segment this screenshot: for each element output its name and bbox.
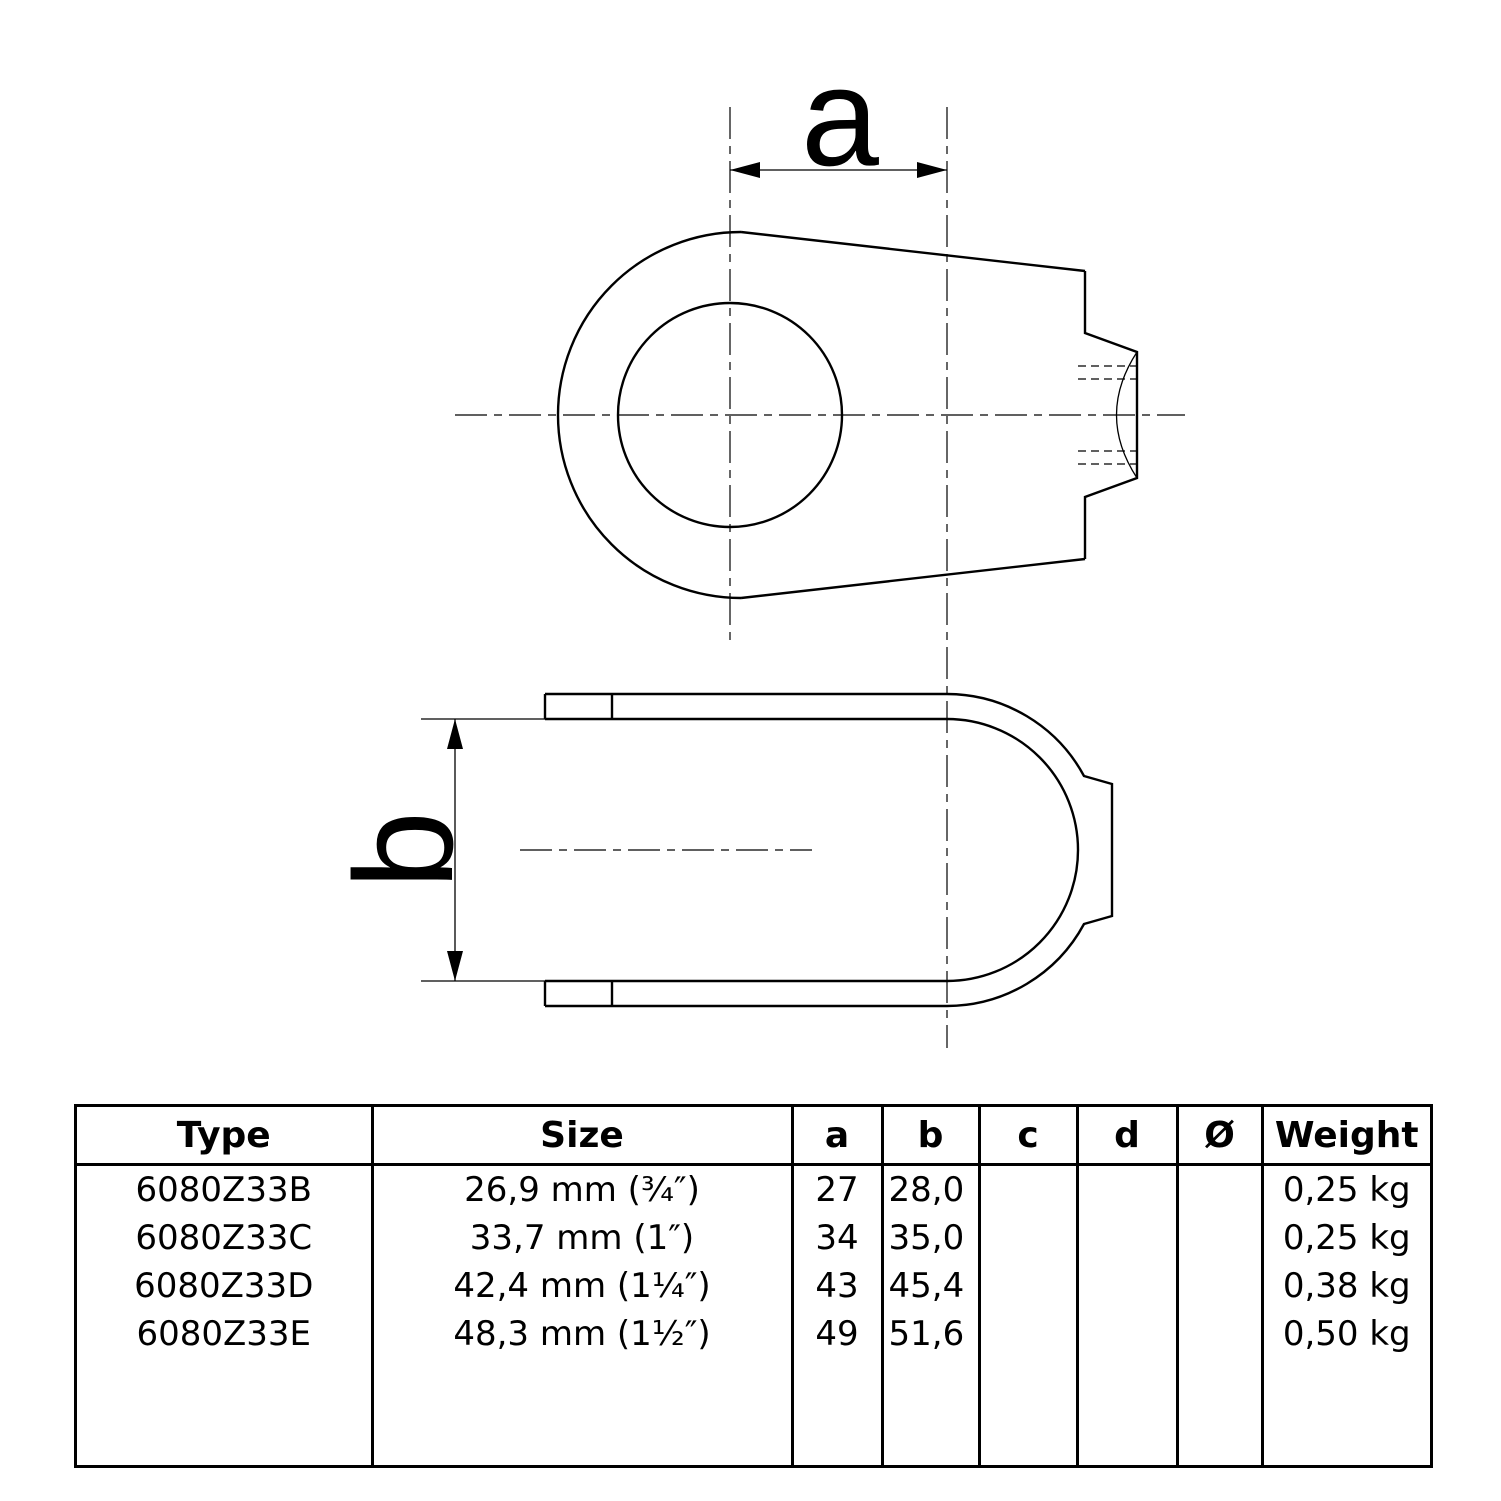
table-cell [977,1310,1077,1358]
dim-b-arrow-bottom [447,951,463,981]
body-outline [556,230,742,600]
table-cell: 33,7 mm (1″) [370,1214,792,1262]
table-cell: 27 [790,1164,882,1214]
socket-boss-outline [1083,271,1139,559]
table-cell: 6080Z33C [135,1218,313,1258]
table-cell: 6080Z33B [135,1170,312,1210]
technical-drawing: a b [325,38,1185,1048]
dimension-b: b [325,718,566,982]
table-cell: 43 [790,1262,882,1310]
taper-top-edge [740,230,1086,273]
dim-a-arrow-right [917,162,947,178]
table-cell [1075,1214,1177,1262]
table-cell: 35,0 [880,1214,979,1262]
taper-bottom-edge [740,557,1086,600]
table-filler-cell [790,1358,882,1465]
bottom-view [543,692,1114,1008]
col-header-c: c [977,1107,1077,1166]
table-cell [1175,1214,1262,1262]
table-filler-cell [1075,1358,1177,1465]
col-header-size: Size [370,1107,792,1166]
dim-b-label: b [325,811,482,889]
table-filler-cell [370,1358,792,1465]
spec-table: Type Size a b c d Ø Weight 6080Z33B 26,9 … [77,1107,1430,1465]
table-cell [977,1214,1077,1262]
bore-circle [616,301,844,529]
table-filler-cell [1175,1358,1262,1465]
table-cell: 6080Z33D [134,1266,314,1306]
table-cell: 26,9 mm (¾″) [370,1164,792,1214]
col-header-b: b [880,1107,979,1166]
table-cell [977,1262,1077,1310]
col-header-diameter: Ø [1175,1107,1262,1166]
table-header-row: Type Size a b c d Ø Weight [77,1107,1430,1166]
dimension-a: a [730,38,947,195]
fork-inner-contour [545,717,1080,983]
spec-table-wrap: Type Size a b c d Ø Weight 6080Z33B 26,9 … [74,1104,1433,1468]
table-cell [977,1164,1077,1214]
table-cell: 34 [790,1214,882,1262]
table-cell: 48,3 mm (1½″) [370,1310,792,1358]
centerlines [455,107,1185,1048]
table-cell [1175,1262,1262,1310]
table-cell: 0,50 kg [1260,1310,1430,1358]
table-cell: 0,25 kg [1260,1214,1430,1262]
table-cell: 0,38 kg [1260,1262,1430,1310]
socket-mouth-curve [1115,351,1138,479]
table-cell [1175,1164,1262,1214]
table-cell: 42,4 mm (1¼″) [370,1262,792,1310]
table-cell [1175,1310,1262,1358]
dim-b-arrow-top [447,719,463,749]
table-cell: 6080Z33E [136,1314,312,1354]
top-view [556,230,1140,600]
table-cell: 49 [790,1310,882,1358]
col-header-weight: Weight [1260,1107,1430,1166]
table-filler-cell [77,1358,372,1465]
table-cell [1075,1310,1177,1358]
table-cell: 51,6 [880,1310,979,1358]
table-cell [1075,1164,1177,1214]
table-cell [1075,1262,1177,1310]
dim-a-label: a [801,38,879,195]
table-filler-cell [977,1358,1077,1465]
table-cell: 0,25 kg [1260,1164,1430,1214]
table-filler-cell [880,1358,979,1465]
col-header-d: d [1075,1107,1177,1166]
col-header-type: Type [77,1107,372,1166]
table-cell: 45,4 [880,1262,979,1310]
fork-outer-contour [545,692,1114,1008]
table-cell: 28,0 [880,1164,979,1214]
table-filler-cell [1260,1358,1430,1465]
col-header-a: a [790,1107,882,1166]
table-filler-row [77,1358,1430,1465]
dim-a-arrow-left [730,162,760,178]
